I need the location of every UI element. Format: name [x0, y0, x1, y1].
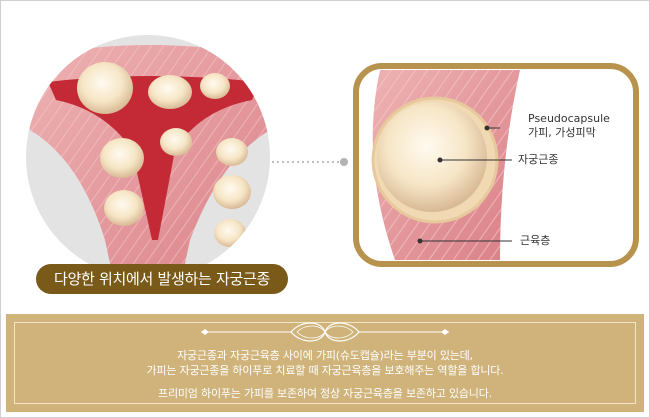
pseudocapsule-label: Pseudocapsule	[528, 112, 610, 125]
uterus-cross-section	[26, 45, 270, 279]
pseudocapsule-ko-label: 가피, 가성피막	[528, 126, 596, 139]
zoom-detail-panel	[353, 63, 639, 267]
muscle-layer-label: 근육층	[520, 234, 551, 247]
caption-pill: 다양한 위치에서 발생하는 자궁근종	[36, 264, 288, 294]
description-line-1: 자궁근종과 자궁근육층 사이에 가피(슈도캡슐)라는 부분이 있는데,	[177, 349, 473, 362]
description-line-2: 가피는 자궁근종을 하이푸로 치료할 때 자궁근육층을 보호해주는 역할을 합니…	[146, 364, 504, 377]
fibroid-label: 자궁근종	[518, 153, 559, 166]
description-line-3: 프리미엄 하이푸는 가피를 보존하여 정상 자궁근육층을 보존하고 있습니다.	[158, 387, 492, 400]
ornament-divider	[201, 322, 449, 342]
uterus-fibroid-illustration	[26, 35, 639, 279]
panel-border	[14, 322, 636, 404]
description-panel: 자궁근종과 자궁근육층 사이에 가피(슈도캡슐)라는 부분이 있는데, 가피는 …	[6, 314, 644, 412]
